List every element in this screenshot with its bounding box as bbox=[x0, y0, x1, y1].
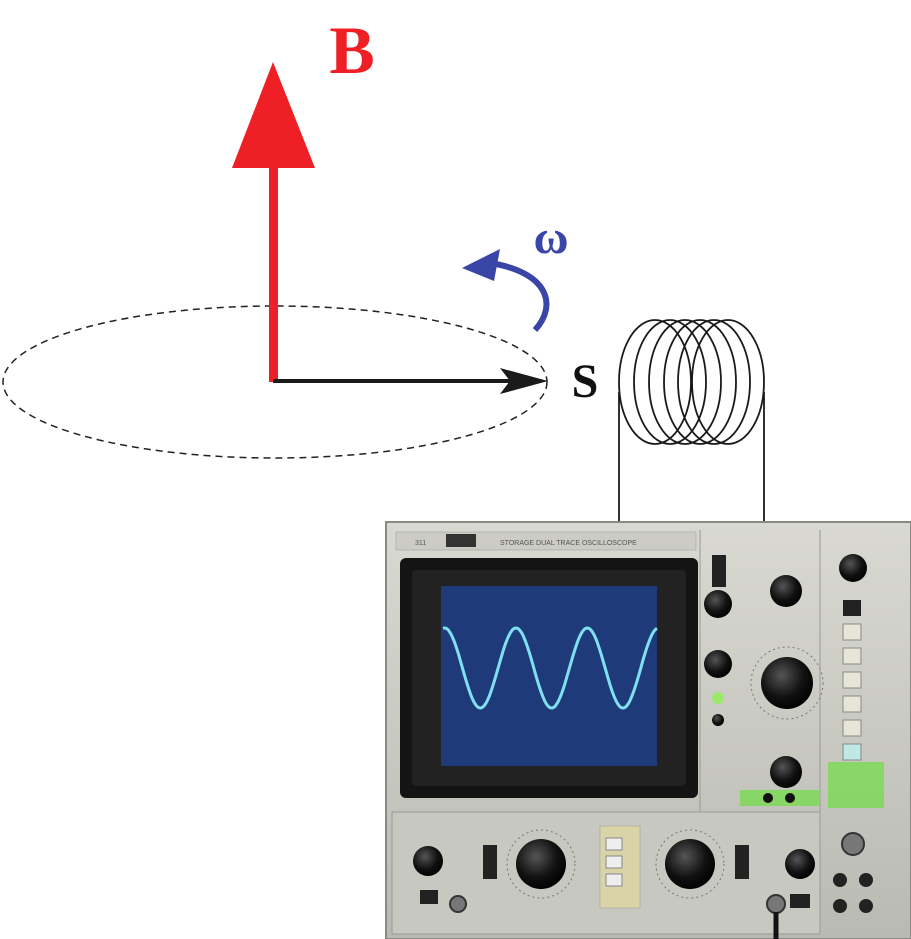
focus-knob[interactable] bbox=[704, 650, 732, 678]
coil-leads bbox=[618, 392, 765, 528]
scale-illum-knob[interactable] bbox=[712, 714, 724, 726]
field-label: B bbox=[329, 12, 374, 88]
spin-arrow bbox=[273, 368, 548, 394]
pickup-coil bbox=[618, 319, 765, 445]
rotation-arrow bbox=[462, 249, 550, 333]
ch1-position-knob[interactable] bbox=[413, 846, 443, 876]
ch1-volts-div-knob[interactable] bbox=[516, 839, 566, 889]
oscilloscope-screen bbox=[441, 586, 657, 766]
svg-text:STORAGE DUAL TRACE OSCILLO: STORAGE DUAL TRACE OSCILLOSCOPE bbox=[500, 540, 637, 547]
svg-text:311: 311 bbox=[415, 540, 426, 547]
ch2-position-knob[interactable] bbox=[785, 849, 815, 879]
oscilloscope: 311 STORAGE DUAL TRACE OSCILLOSCOPE bbox=[385, 521, 911, 939]
precession-orbit bbox=[2, 305, 548, 459]
timebase-knob[interactable] bbox=[761, 657, 813, 709]
power-indicator bbox=[712, 692, 724, 704]
intensity-knob[interactable] bbox=[704, 590, 732, 618]
position-knob[interactable] bbox=[770, 575, 802, 607]
trigger-level-knob[interactable] bbox=[839, 554, 867, 582]
sine-trace bbox=[442, 626, 658, 710]
variable-knob[interactable] bbox=[770, 756, 802, 788]
ch2-volts-div-knob[interactable] bbox=[665, 839, 715, 889]
field-arrow bbox=[232, 62, 315, 382]
angular-velocity-label: ω bbox=[533, 211, 568, 264]
spin-label: S bbox=[572, 355, 599, 408]
